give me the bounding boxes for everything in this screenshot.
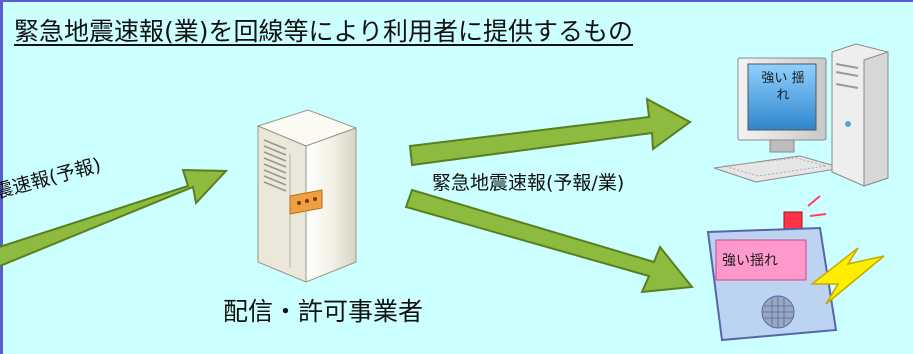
incoming-arrow [0,168,229,268]
server-icon [256,109,358,283]
page-title: 緊急地震速報(業)を回線等により利用者に提供するもの [14,17,634,46]
lightning-icon [809,247,885,305]
computer-screen-text: 強い 揺れ [761,71,805,103]
server-label: 配信・許可事業者 [223,297,424,326]
computer-icon [713,43,889,187]
arrow-to-pager [404,188,694,294]
pager-icon [706,195,885,342]
distribution-flow-label: 緊急地震速報(予報/業) [432,172,625,194]
arrow-to-computer [408,97,692,167]
pager-screen-text: 強い揺れ [722,253,778,269]
